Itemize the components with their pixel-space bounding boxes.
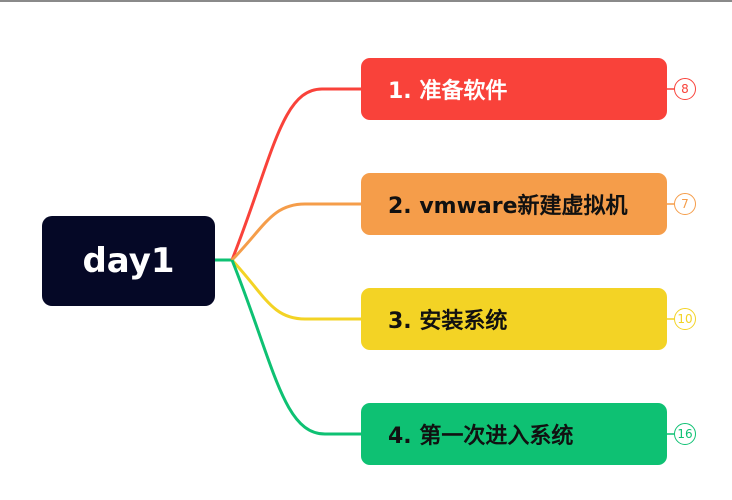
branch-node[interactable]: 4. 第一次进入系统 <box>361 403 667 465</box>
branch-node[interactable]: 1. 准备软件 <box>361 58 667 120</box>
collapse-count-badge[interactable]: 8 <box>674 78 696 100</box>
top-border <box>0 0 732 2</box>
branch-node[interactable]: 3. 安装系统 <box>361 288 667 350</box>
collapse-count-badge[interactable]: 10 <box>674 308 696 330</box>
branch-connector <box>230 202 361 262</box>
root-node[interactable]: day1 <box>42 216 215 306</box>
branch-connector <box>230 87 361 261</box>
branch-connector <box>230 259 361 436</box>
branch-node[interactable]: 2. vmware新建虚拟机 <box>361 173 667 235</box>
collapse-count-badge[interactable]: 16 <box>674 423 696 445</box>
branch-connector <box>230 258 361 321</box>
collapse-count-badge[interactable]: 7 <box>674 193 696 215</box>
